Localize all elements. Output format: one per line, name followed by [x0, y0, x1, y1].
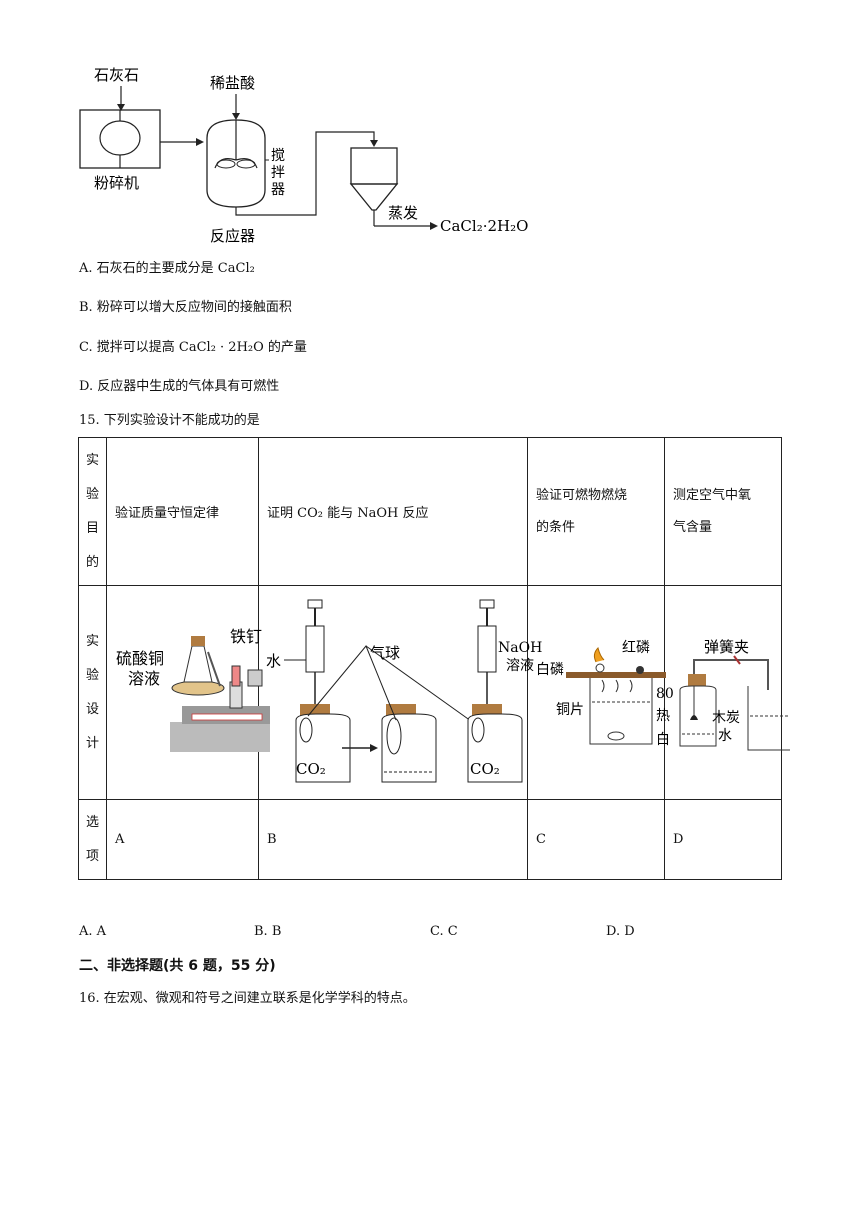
evaporate-label: 蒸发 — [388, 204, 418, 222]
option-letter: C. — [79, 340, 93, 355]
option-cell-a: A — [106, 799, 260, 880]
option-text: 搅拌可以提高 CaCl₂ · 2H₂O 的产量 — [96, 340, 307, 355]
q15-stem: 15. 下列实验设计不能成功的是 — [79, 413, 260, 428]
purpose-b: 证明 CO₂ 能与 NaOH 反应 — [258, 437, 529, 586]
option-letter: B. — [79, 300, 93, 315]
option-cell-d: D — [664, 799, 782, 880]
b-co2-right-label: CO₂ — [470, 760, 500, 778]
q14-option-c[interactable]: C. 搅拌可以提高 CaCl₂ · 2H₂O 的产量 — [79, 339, 307, 357]
option-cell-b: B — [258, 799, 529, 880]
q14-option-b[interactable]: B. 粉碎可以增大反应物间的接触面积 — [79, 299, 292, 317]
apparatus-a-balance: 硫酸铜 溶液 铁钉 — [116, 627, 270, 752]
limestone-label: 石灰石 — [94, 66, 139, 84]
option-letter: D. — [79, 379, 94, 394]
a-solution-label-1: 硫酸铜 — [116, 649, 164, 668]
purpose-d: 测定空气中氧气含量 — [664, 437, 782, 586]
row-head-purpose: 实 验 目 的 — [77, 437, 108, 586]
option-text: 粉碎可以增大反应物间的接触面积 — [96, 300, 292, 315]
apparatus-d-oxygen: 弹簧夹 木炭 水 — [679, 638, 790, 751]
option-text: 反应器中生成的气体具有可燃性 — [97, 379, 280, 394]
process-flow-diagram: 石灰石 粉碎机 稀盐酸 搅 拌 器 反应器 蒸发 CaCl₂·2H₂O — [79, 66, 528, 245]
q16-stem: 16. 在宏观、微观和符号之间建立联系是化学学科的特点。 — [79, 991, 416, 1006]
b-naoh-label-1: NaOH — [498, 640, 542, 656]
b-naoh-label-2: 溶液 — [506, 658, 534, 674]
q15-answer-a[interactable]: A. A — [79, 924, 107, 939]
b-co2-left-label: CO₂ — [296, 760, 326, 778]
design-c — [527, 585, 666, 800]
design-d — [664, 585, 782, 800]
q14-option-d[interactable]: D. 反应器中生成的气体具有可燃性 — [79, 378, 279, 396]
row-head-design: 实 验 设 计 — [77, 585, 108, 800]
stirrer-label-2: 拌 — [271, 165, 285, 181]
reactor-vessel — [206, 119, 266, 208]
b-balloon-label: 气球 — [370, 644, 400, 662]
row-head-option: 选 项 — [77, 799, 108, 880]
section-heading: 二、非选择题(共 6 题，55 分) — [79, 958, 276, 974]
q15-answer-b[interactable]: B. B — [254, 924, 282, 939]
c-copper-label: 铜片 — [556, 702, 584, 718]
c-temp-label: 80 — [656, 686, 674, 702]
product-label: CaCl₂·2H₂O — [440, 217, 528, 235]
option-letter: A. — [79, 261, 93, 276]
c-white2-label: 白 — [656, 732, 670, 748]
apparatus-c-combustion: 红磷 白磷 铜片 80 热 白 — [536, 640, 674, 748]
purpose-a: 验证质量守恒定律 — [106, 437, 260, 586]
c-white-p-label: 白磷 — [536, 662, 564, 678]
option-text: 石灰石的主要成分是 CaCl₂ — [96, 261, 255, 276]
purpose-row: 实 验 目 的 验证质量守恒定律 证明 CO₂ 能与 NaOH 反应 验证可燃物… — [77, 437, 782, 586]
a-solution-label-2: 溶液 — [128, 669, 160, 688]
d-charcoal-label: 木炭 — [712, 710, 740, 726]
a-nail-label: 铁钉 — [230, 627, 262, 646]
option-cell-c: C — [527, 799, 666, 880]
stirrer-label-3: 器 — [271, 182, 285, 198]
b-water-label: 水 — [266, 652, 281, 670]
q15-answer-c[interactable]: C. C — [430, 924, 458, 939]
reactor-label: 反应器 — [210, 227, 255, 245]
q15-answer-d[interactable]: D. D — [606, 924, 635, 939]
d-clamp-label: 弹簧夹 — [704, 638, 749, 656]
c-hot-label: 热 — [656, 708, 670, 724]
evaporator-box — [350, 147, 398, 185]
stirrer-label-1: 搅 — [271, 148, 285, 164]
d-water-label: 水 — [718, 728, 732, 744]
option-row: 选 项 A B C D — [77, 799, 782, 880]
crusher-label: 粉碎机 — [94, 174, 139, 192]
apparatus-b-co2-naoh: 水 CO₂ 气球 NaOH 溶液 CO₂ — [266, 599, 542, 783]
dilute-hcl-label: 稀盐酸 — [210, 74, 255, 92]
q14-option-a[interactable]: A. 石灰石的主要成分是 CaCl₂ — [79, 260, 255, 278]
purpose-c: 验证可燃物燃烧的条件 — [527, 437, 666, 586]
c-red-p-label: 红磷 — [622, 640, 650, 656]
